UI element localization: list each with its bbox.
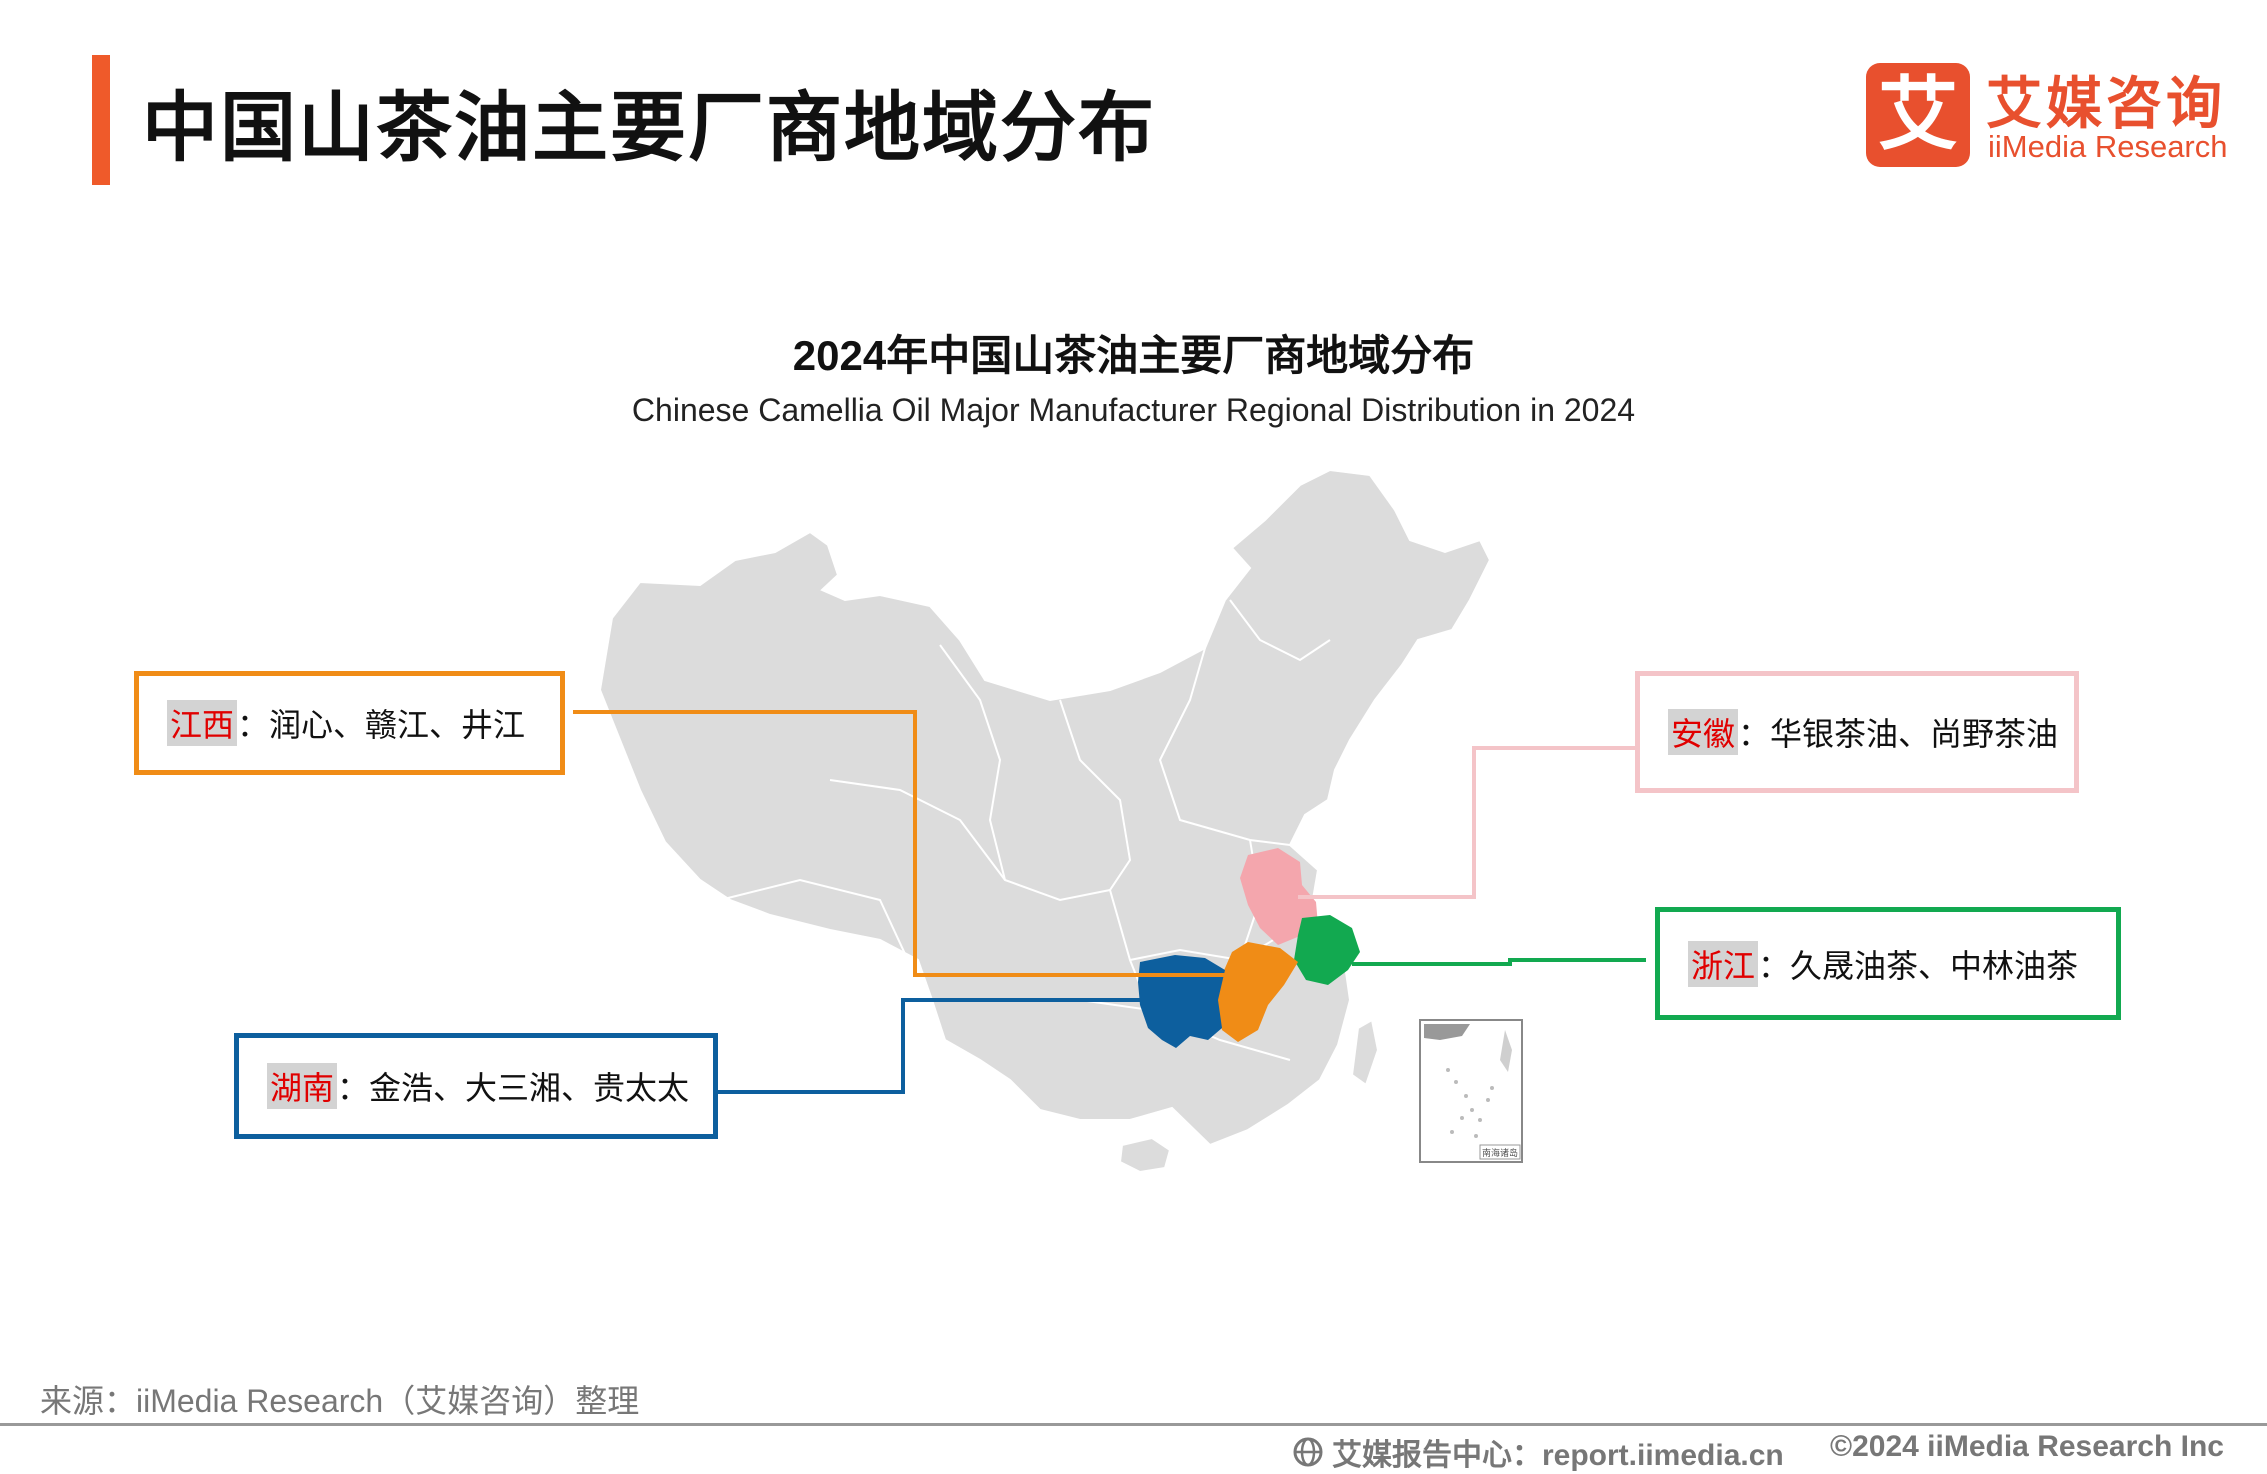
callout-zhejiang: 浙江：久晟油茶、中林油茶 [1655,907,2121,1020]
leader-line-anhui [1298,746,1635,899]
callout-hunan-province: 湖南 [267,1063,338,1109]
footer-site-text[interactable]: 艾媒报告中心：report.iimedia.cn [1332,1439,1784,1472]
callout-anhui: 安徽：华银茶油、尚野茶油 [1635,671,2079,793]
callout-separator: ： [237,707,270,743]
callout-jiangxi-manufacturers: 润心、赣江、井江 [269,707,526,743]
callout-separator: ： [337,1070,370,1106]
callout-zhejiang-manufacturers: 久晟油茶、中林油茶 [1790,947,2079,984]
south-china-sea-inset: 南海诸岛 [1419,1019,1523,1163]
hainan-island [1118,1136,1172,1174]
region-hunan [1138,955,1225,1048]
footer-copyright: ©2024 iiMedia Research Inc [1830,1430,2224,1463]
page-title: 中国山茶油主要厂商地域分布 [142,86,1156,171]
title-accent-bar [92,55,110,185]
callout-separator: ： [1758,947,1791,984]
region-zhejiang [1294,915,1360,985]
footer-divider [0,1423,2267,1426]
region-anhui [1240,848,1318,945]
leader-line-jiangxi [573,710,1232,977]
logo-en-text: iiMedia Research [1988,129,2228,164]
leader-line-zhejiang [1352,958,1646,966]
iimedia-logo: 艾 艾媒咨询 iiMedia Research [1866,63,2228,171]
leader-line-hunan [716,998,1160,1094]
map-title: 2024年中国山茶油主要厂商地域分布 [792,332,1475,379]
map-subtitle: Chinese Camellia Oil Major Manufacturer … [631,392,1636,428]
callout-jiangxi-province: 江西 [167,700,238,746]
source-note: 来源：iiMedia Research（艾媒咨询）整理 [40,1383,640,1419]
callout-hunan: 湖南：金浩、大三湘、贵太太 [234,1033,718,1139]
callout-separator: ： [1738,716,1771,752]
taiwan-island [1350,1018,1380,1087]
region-jiangxi [1216,942,1298,1042]
callout-anhui-manufacturers: 华银茶油、尚野茶油 [1770,716,2059,752]
inset-label: 南海诸岛 [1482,1147,1518,1159]
callout-anhui-province: 安徽 [1668,709,1739,755]
logo-mark: 艾 [1866,63,1970,167]
globe-icon [1293,1437,1323,1467]
callout-hunan-manufacturers: 金浩、大三湘、贵太太 [369,1070,690,1106]
callout-jiangxi: 江西：润心、赣江、井江 [134,671,565,775]
footer-site[interactable]: 艾媒报告中心：report.iimedia.cn [1292,1430,1784,1474]
callout-zhejiang-province: 浙江 [1688,940,1759,987]
logo-cn-text: 艾媒咨询 [1986,72,2226,135]
